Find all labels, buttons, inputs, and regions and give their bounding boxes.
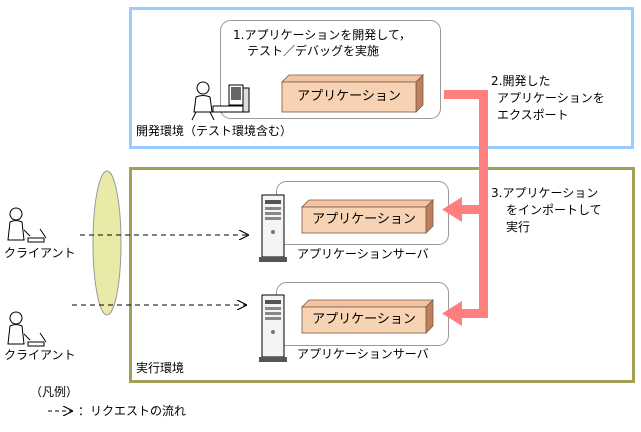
dev-environment-frame bbox=[129, 7, 634, 149]
step1-line2: テスト／デバッグを実施 bbox=[247, 44, 380, 58]
legend-description: ：リクエストの流れ bbox=[78, 404, 187, 418]
legend-title: （凡例） bbox=[30, 385, 79, 399]
step3-line2: をインポートして bbox=[506, 203, 602, 217]
step2-line1: 2.開発した bbox=[491, 74, 551, 88]
client1-label: クライアント bbox=[4, 246, 76, 260]
runtime-environment-frame bbox=[129, 167, 635, 383]
developer-workstation-icon bbox=[191, 81, 250, 121]
server2-label: アプリケーションサーバ bbox=[297, 347, 429, 361]
step2-line2: アプリケーションを bbox=[497, 91, 605, 105]
server-tower-icon-2 bbox=[259, 294, 287, 362]
export-import-arrow bbox=[442, 90, 488, 326]
client-user-icon-1 bbox=[7, 207, 47, 243]
application-box-dev bbox=[281, 74, 424, 113]
network-ellipse bbox=[92, 170, 122, 316]
runtime-environment-label: 実行環境 bbox=[136, 361, 185, 375]
step1-line1: 1.アプリケーションを開発して， bbox=[233, 28, 412, 42]
application-box-server1 bbox=[301, 199, 434, 234]
server1-label: アプリケーションサーバ bbox=[297, 247, 429, 261]
step3-line3: 実行 bbox=[506, 220, 531, 234]
client2-label: クライアント bbox=[4, 348, 76, 362]
server-tower-icon-1 bbox=[259, 194, 287, 262]
application-box-server2 bbox=[301, 299, 434, 334]
step2-line3: エクスポート bbox=[497, 108, 569, 122]
dev-app-label: アプリケーション bbox=[297, 89, 401, 104]
server2-app-label: アプリケーション bbox=[312, 312, 416, 327]
step3-line1: 3.アプリケーション bbox=[491, 186, 599, 200]
dev-environment-label: 開発環境（テスト環境含む） bbox=[136, 124, 293, 138]
server1-app-label: アプリケーション bbox=[312, 212, 416, 227]
client-user-icon-2 bbox=[7, 311, 47, 347]
